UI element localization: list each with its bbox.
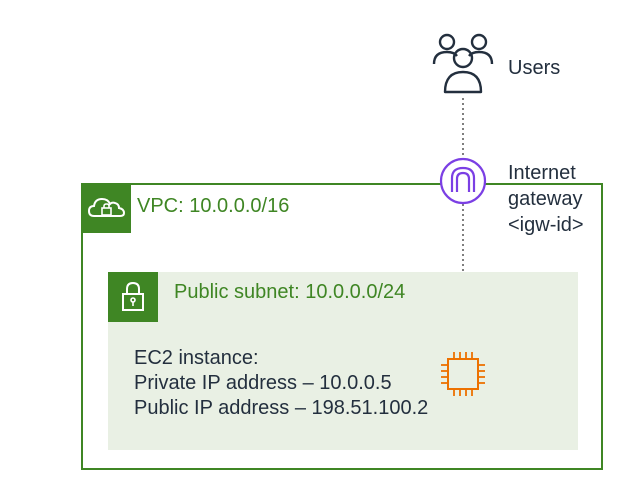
internet-gateway-label: Internet gateway <igw-id> (508, 160, 584, 238)
cloud-lock-icon (87, 197, 126, 217)
vpc-icon-tile (81, 183, 131, 233)
padlock-icon (122, 281, 144, 311)
internet-gateway-icon (439, 157, 487, 205)
igw-label-line-2: gateway (508, 188, 583, 210)
ec2-public-ip: Public IP address – 198.51.100.2 (134, 397, 429, 419)
users-label: Users (508, 57, 561, 79)
vpc-label: VPC: 10.0.0.0/16 (137, 195, 290, 217)
users-icon (432, 33, 494, 94)
vpc-container (81, 183, 603, 470)
igw-label-line-1: Internet (508, 162, 576, 184)
ec2-instance-details: EC2 instance: Private IP address – 10.0.… (134, 346, 428, 421)
public-subnet-container (108, 272, 578, 450)
ec2-chip-icon (441, 352, 485, 396)
ec2-private-ip: Private IP address – 10.0.0.5 (134, 372, 392, 394)
igw-label-line-3: <igw-id> (508, 214, 584, 236)
public-subnet-label: Public subnet: 10.0.0.0/24 (174, 281, 406, 303)
subnet-icon-tile (108, 272, 158, 322)
ec2-title: EC2 instance: (134, 347, 259, 369)
